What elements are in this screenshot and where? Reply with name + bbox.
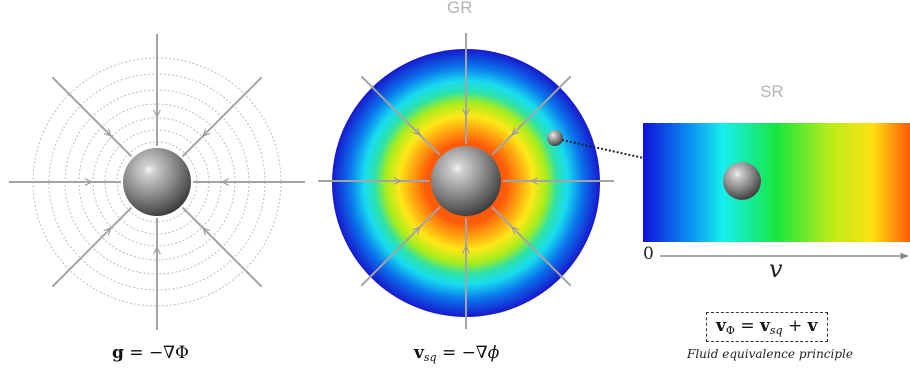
sr-title: SR [760, 82, 784, 101]
newtonian-field-panel [9, 34, 305, 330]
mid-arrows-line-1 [491, 206, 572, 287]
eq-equals: = [734, 316, 760, 336]
newtonian-gravity-equation: g = −∇Φ [112, 343, 189, 363]
axis-variable-label: v [769, 255, 783, 283]
mid-arrows-line-7 [491, 75, 572, 156]
left-arrows-line-5 [51, 76, 133, 158]
eq-vsq-symbol: v [759, 316, 770, 336]
eq-phi-symbol: ϕ [487, 343, 500, 363]
eq-v-rhs: = −∇ [436, 343, 488, 363]
gr-title: GR [447, 0, 473, 17]
mid-arrows-line-5 [360, 75, 441, 156]
eq-g-rhs: = −∇Φ [123, 343, 189, 363]
eq-g-symbol: g [112, 343, 124, 363]
flow-velocity-equation: vsq = −∇ϕ [414, 343, 499, 364]
eq-v-final-symbol: v [807, 316, 818, 336]
eq-plus: + [782, 316, 808, 336]
axis-origin-label: 0 [643, 244, 654, 264]
sr-velocity-panel [643, 123, 910, 260]
gr-mass-sphere [431, 146, 501, 216]
left-arrows-line-1 [181, 206, 263, 288]
inflow-arrows [318, 33, 614, 329]
left-arrows-line-7 [181, 76, 263, 158]
principle-caption: Fluid equivalence principle [687, 347, 853, 361]
velocity-spectrum-bar [643, 123, 910, 242]
velocity-sum-equation: vΦ = vsq + v [706, 312, 828, 342]
left-mass-sphere [123, 148, 191, 216]
field-arrows [9, 34, 305, 330]
sr-test-particle [723, 162, 761, 200]
eq-v-subscript: sq [423, 351, 437, 364]
gr-test-particle [547, 130, 563, 146]
left-arrows-line-3 [51, 206, 133, 288]
eq-vsq-subscript: sq [769, 324, 783, 337]
mid-arrows-line-3 [360, 206, 441, 287]
gr-field-panel [318, 33, 614, 329]
eq-v-symbol: v [414, 343, 424, 363]
eq-vphi-symbol: v [716, 316, 726, 336]
eq-vphi-subscript: Φ [725, 324, 735, 337]
